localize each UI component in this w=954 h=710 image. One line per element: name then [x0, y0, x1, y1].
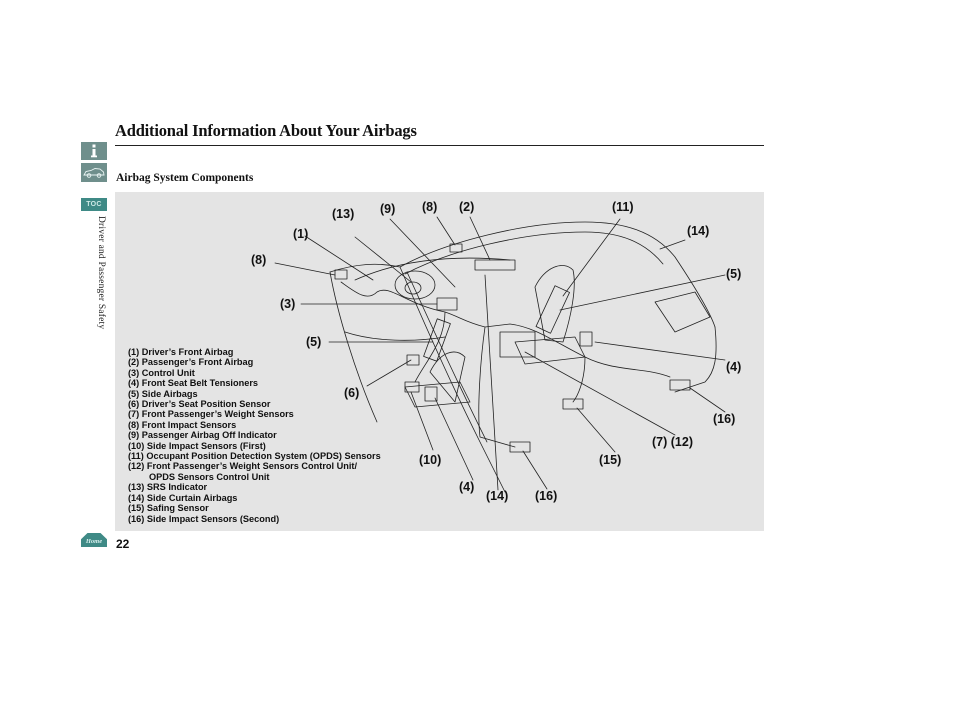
legend-item: (14) Side Curtain Airbags — [128, 492, 238, 503]
side-impact-sensor-second-right — [669, 379, 691, 391]
toc-button[interactable]: TOC — [81, 198, 107, 211]
rear-body — [674, 326, 717, 393]
windshield-pillar — [399, 266, 506, 493]
legend-item: (12) Front Passenger’s Weight Sensors Co… — [128, 461, 358, 472]
chapter-label: Driver and Passenger Safety — [96, 216, 106, 330]
callout-5-right: (5) — [726, 267, 742, 281]
rear-seat-back — [654, 291, 711, 333]
legend-item: (3) Control Unit — [128, 367, 195, 378]
home-label: Home — [85, 538, 103, 545]
home-button[interactable]: Home — [81, 533, 107, 547]
legend-item: (8) Front Impact Sensors — [128, 419, 237, 430]
title-rule — [115, 145, 764, 146]
steering-wheel — [394, 270, 436, 300]
callout-14-bottom: (14) — [486, 489, 509, 503]
airbag-diagram-panel: (13) (9) (8) (2) (11) (1) (14) (8) (5) (… — [115, 192, 764, 531]
callout-9: (9) — [380, 202, 396, 216]
driver-seat-back — [429, 351, 466, 403]
driver-side-airbag — [423, 318, 451, 362]
legend-item: (11) Occupant Position Detection System … — [128, 451, 381, 462]
legend-item: (13) SRS Indicator — [128, 482, 208, 493]
info-icon — [91, 144, 97, 158]
seat-position-sensor — [406, 354, 420, 366]
wiring-harness — [340, 281, 671, 448]
belt-tensioner-rear — [579, 331, 593, 347]
legend-item: (1) Driver’s Front Airbag — [128, 347, 234, 357]
callout-1: (1) — [293, 227, 309, 241]
side-impact-sensor-first — [404, 381, 420, 393]
car-roof-inner — [404, 231, 664, 275]
legend-item: (10) Side Impact Sensors (First) — [128, 440, 266, 451]
legend-item: (7) Front Passenger’s Weight Sensors — [128, 409, 294, 420]
callout-5-left: (5) — [306, 335, 322, 349]
callout-11: (11) — [612, 200, 634, 214]
callout-13: (13) — [332, 207, 355, 221]
legend-item: (5) Side Airbags — [128, 388, 198, 399]
callout-16-bottom: (16) — [535, 489, 558, 503]
section-title: Airbag System Components — [116, 172, 254, 184]
callout-3: (3) — [280, 297, 296, 311]
side-impact-sensor-second-left — [509, 441, 531, 453]
driver-seat-cushion — [404, 381, 471, 408]
front-seat-cushion — [514, 336, 586, 365]
steering-hub — [404, 281, 422, 295]
front-impact-sensor-right — [449, 243, 463, 253]
car-icon — [83, 167, 105, 178]
component-legend: (1) Driver’s Front Airbag (2) Passenger’… — [128, 347, 381, 524]
callout-14-top: (14) — [687, 224, 710, 238]
callout-16-right: (16) — [713, 412, 736, 426]
control-unit — [436, 297, 458, 311]
callout-8-top: (8) — [422, 200, 438, 214]
callout-8-left: (8) — [251, 253, 267, 267]
legend-item: (9) Passenger Airbag Off Indicator — [128, 430, 277, 441]
legend-item-continued: OPDS Sensors Control Unit — [149, 471, 270, 482]
dashboard — [354, 257, 511, 281]
callout-7-12: (7) (12) — [652, 435, 693, 449]
safing-sensor — [562, 398, 584, 410]
callout-4-right: (4) — [726, 360, 742, 374]
callout-15: (15) — [599, 453, 622, 467]
floor-left — [344, 331, 446, 341]
passenger-side-airbag — [535, 285, 570, 334]
legend-item: (15) Safing Sensor — [128, 503, 209, 514]
callout-10: (10) — [419, 453, 442, 467]
passenger-front-airbag — [474, 259, 516, 271]
weight-sensor-mat — [499, 331, 536, 358]
callout-4-bottom: (4) — [459, 480, 475, 494]
front-seat-back — [534, 265, 575, 343]
legend-item: (4) Front Seat Belt Tensioners — [128, 378, 259, 389]
vehicle-button[interactable] — [81, 163, 107, 182]
car-roof-outline — [399, 221, 716, 328]
front-impact-sensor-left — [334, 269, 348, 280]
belt-tensioner-front — [424, 386, 438, 402]
legend-item: (2) Passenger’s Front Airbag — [128, 357, 254, 368]
callout-6: (6) — [344, 386, 360, 400]
callout-2: (2) — [459, 200, 475, 214]
page-title: Additional Information About Your Airbag… — [115, 121, 417, 140]
legend-item: (6) Driver’s Seat Position Sensor — [128, 399, 271, 410]
front-fender — [329, 271, 378, 423]
airbag-system-diagram — [274, 216, 726, 493]
windshield-pillar-inner — [406, 271, 488, 443]
info-button[interactable] — [81, 142, 107, 160]
legend-item: (16) Side Impact Sensors (Second) — [128, 513, 280, 524]
page-number: 22 — [116, 537, 130, 551]
